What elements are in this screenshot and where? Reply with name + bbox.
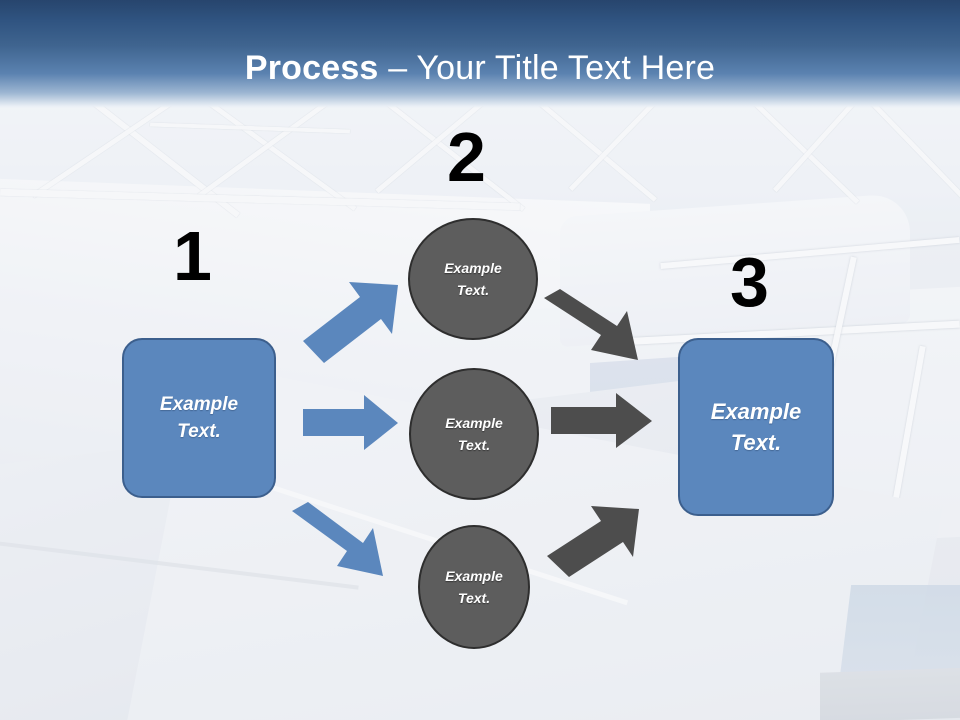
process-node-bottom[interactable]: Example Text. <box>418 525 530 649</box>
title-banner: Process – Your Title Text Here <box>0 0 960 108</box>
step-number-3: 3 <box>730 243 769 321</box>
process-node-middle[interactable]: Example Text. <box>409 368 539 500</box>
process-node-middle-line1: Example <box>445 415 503 431</box>
process-end-box-line1: Example <box>710 399 802 424</box>
process-node-bottom-line1: Example <box>445 568 503 584</box>
process-node-top[interactable]: Example Text. <box>408 218 538 340</box>
process-end-box[interactable]: Example Text. <box>678 338 834 516</box>
process-node-top-line2: Text. <box>456 282 490 298</box>
process-start-box[interactable]: Example Text. <box>122 338 276 498</box>
process-node-middle-line2: Text. <box>457 437 491 453</box>
process-start-box-line1: Example <box>159 394 239 415</box>
arrow-bottom-to-end[interactable] <box>547 506 639 577</box>
page-title-strong: Process <box>244 49 379 87</box>
process-node-top-line1: Example <box>444 260 502 276</box>
arrow-start-to-top[interactable] <box>303 282 398 363</box>
step-number-1: 1 <box>173 217 212 295</box>
arrow-start-to-middle[interactable] <box>303 395 398 450</box>
process-node-bottom-line2: Text. <box>457 590 491 606</box>
page-title-light: Your Title Text Here <box>416 49 716 87</box>
process-start-box-line2: Text. <box>177 421 221 442</box>
arrow-middle-to-end[interactable] <box>551 393 652 448</box>
arrow-start-to-bottom[interactable] <box>292 502 383 576</box>
process-end-box-line2: Text. <box>730 430 782 455</box>
step-number-2: 2 <box>447 118 486 196</box>
page-title: Process – Your Title Text Here <box>0 48 960 88</box>
page-title-separator: – <box>378 49 417 87</box>
arrow-top-to-end[interactable] <box>544 289 638 360</box>
